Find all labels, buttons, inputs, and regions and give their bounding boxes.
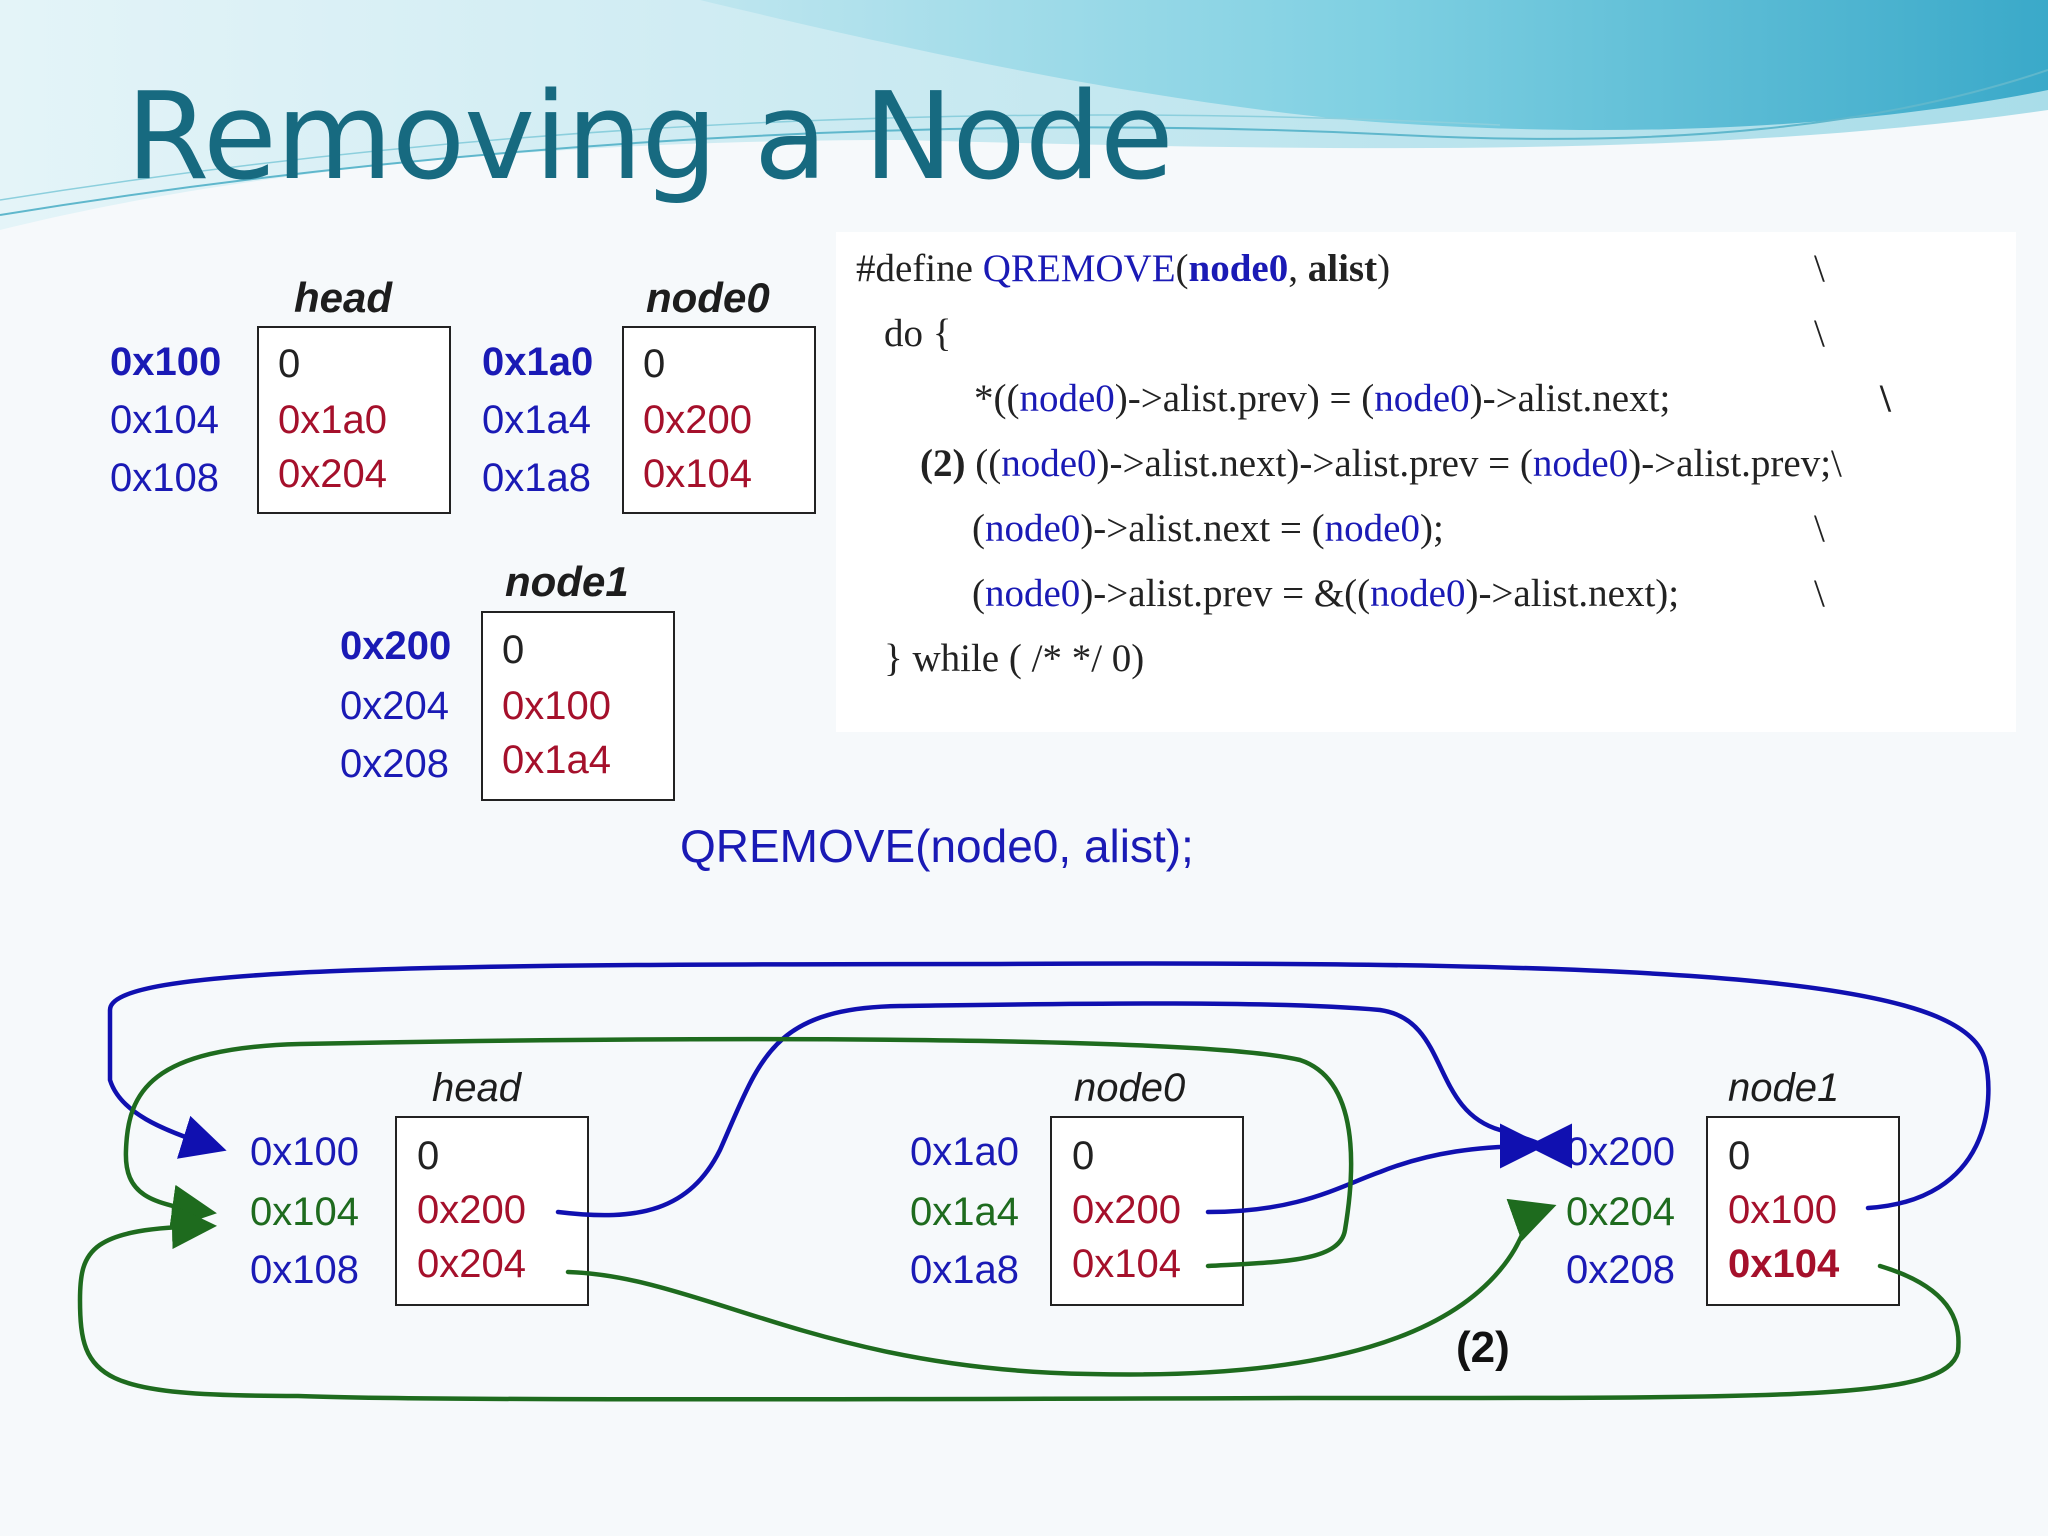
after-head-address-0: 0x100 xyxy=(250,1130,359,1174)
node0-value-2: 0x104 xyxy=(643,452,752,496)
node0-value-0: 0 xyxy=(643,342,666,386)
code-token: *(( xyxy=(974,377,1020,420)
code-token: ( xyxy=(972,572,985,615)
macro-invocation: QREMOVE(node0, alist); xyxy=(680,820,1194,872)
after-node1-value-1: 0x100 xyxy=(1728,1188,1837,1232)
node0-address-0: 0x1a0 xyxy=(482,340,594,384)
code-token: QREMOVE xyxy=(982,247,1176,290)
node1-value-2: 0x1a4 xyxy=(502,738,611,782)
code-line-do: do { xyxy=(884,312,952,355)
code-line-step3: (node0)->alist.next = (node0); xyxy=(972,504,1444,554)
code-token: ) xyxy=(1377,247,1391,290)
code-token: )->alist.next)->alist.prev = ( xyxy=(1096,442,1533,485)
after-node1-value-0: 0 xyxy=(1728,1134,1751,1178)
head-address-1: 0x104 xyxy=(110,398,219,442)
code-line-continuation: \ xyxy=(1814,312,1825,355)
node1-value-1: 0x100 xyxy=(502,684,611,728)
code-token: node0 xyxy=(1532,442,1629,485)
after-head-caption: head xyxy=(432,1066,521,1110)
code-line-step2: (2) ((node0)->alist.next)->alist.prev = … xyxy=(920,439,1842,489)
code-token: ( xyxy=(972,507,985,550)
after-node1-address-0: 0x200 xyxy=(1566,1130,1675,1174)
code-token: alist xyxy=(1307,247,1378,290)
code-line-continuation: \ xyxy=(1880,377,1891,420)
head-address-2: 0x108 xyxy=(110,456,219,500)
after-node0-address-2: 0x1a8 xyxy=(910,1248,1019,1292)
code-token: )->alist.next; xyxy=(1469,377,1671,420)
code-token: )->alist.prev) = ( xyxy=(1114,377,1375,420)
after-node0-value-1: 0x200 xyxy=(1072,1188,1181,1232)
code-line-continuation: \ xyxy=(1814,247,1825,290)
code-token: node0 xyxy=(1374,377,1470,420)
code-token: )->alist.next); xyxy=(1465,572,1680,615)
node0-struct-box xyxy=(622,326,816,514)
slide-title: Removing a Node xyxy=(126,68,1174,207)
code-line-step1: *((node0)->alist.prev) = (node0)->alist.… xyxy=(974,374,1670,424)
code-token: )->alist.prev;\ xyxy=(1628,442,1842,485)
after-node0-value-2: 0x104 xyxy=(1072,1242,1181,1286)
node0-value-1: 0x200 xyxy=(643,398,752,442)
node1-address-2: 0x208 xyxy=(340,742,449,786)
code-token: node0 xyxy=(1370,572,1466,615)
code-token: node0 xyxy=(985,507,1081,550)
after-head-value-1: 0x200 xyxy=(417,1188,526,1232)
arrow-node0-next-to-node1 xyxy=(1205,1123,1545,1215)
after-node1-address-2: 0x208 xyxy=(1566,1248,1675,1292)
code-line-continuation: \ xyxy=(1814,507,1825,550)
node1-caption: node1 xyxy=(505,558,629,605)
code-token: #define xyxy=(856,247,983,290)
macro-code-block: #define QREMOVE(node0, alist) \ do { \ *… xyxy=(836,232,2016,732)
code-token: , xyxy=(1288,247,1308,290)
code-line-step4: (node0)->alist.prev = &((node0)->alist.n… xyxy=(972,569,1679,619)
code-token: node0 xyxy=(1188,247,1289,290)
code-token: node0 xyxy=(985,572,1081,615)
node0-address-2: 0x1a8 xyxy=(482,456,591,500)
code-token: )->alist.prev = &(( xyxy=(1080,572,1371,615)
node1-address-0: 0x200 xyxy=(340,624,452,668)
after-node1-value-2: 0x104 xyxy=(1728,1242,1840,1286)
head-struct-box xyxy=(257,326,451,514)
header-wave-decoration xyxy=(0,0,2048,240)
head-address-0: 0x100 xyxy=(110,340,222,384)
after-node0-address-1: 0x1a4 xyxy=(910,1190,1019,1234)
after-node1-address-1: 0x204 xyxy=(1566,1190,1675,1234)
code-token: node0 xyxy=(1001,442,1097,485)
node1-address-1: 0x204 xyxy=(340,684,449,728)
code-token: )->alist.next = ( xyxy=(1080,507,1325,550)
after-head-value-2: 0x204 xyxy=(417,1242,526,1286)
after-node0-value-0: 0 xyxy=(1072,1134,1095,1178)
code-step-marker: (2) xyxy=(920,442,966,485)
after-node0-caption: node0 xyxy=(1074,1066,1186,1110)
node1-struct-box xyxy=(481,611,675,801)
code-token: ( xyxy=(1175,247,1189,290)
after-node0-address-0: 0x1a0 xyxy=(910,1130,1019,1174)
after-node1-caption: node1 xyxy=(1728,1066,1840,1110)
code-token: ); xyxy=(1419,507,1444,550)
step-2-label: (2) xyxy=(1456,1323,1510,1372)
after-head-address-2: 0x108 xyxy=(250,1248,359,1292)
after-head-address-1: 0x104 xyxy=(250,1190,359,1234)
code-line-while: } while ( /* */ 0) xyxy=(884,637,1145,680)
code-line-continuation: \ xyxy=(1814,572,1825,615)
node0-address-1: 0x1a4 xyxy=(482,398,591,442)
code-token: (( xyxy=(965,442,1002,485)
arrow-node1-prev-to-head xyxy=(77,1204,1961,1402)
code-line-define: #define QREMOVE(node0, alist) xyxy=(856,244,1390,294)
code-token: node0 xyxy=(1019,377,1115,420)
head-value-1: 0x1a0 xyxy=(278,398,387,442)
after-head-value-0: 0 xyxy=(417,1134,440,1178)
head-caption: head xyxy=(294,274,393,321)
node1-value-0: 0 xyxy=(502,628,525,672)
head-value-2: 0x204 xyxy=(278,452,387,496)
head-value-0: 0 xyxy=(278,342,301,386)
code-token: node0 xyxy=(1324,507,1420,550)
node0-caption: node0 xyxy=(646,274,770,321)
